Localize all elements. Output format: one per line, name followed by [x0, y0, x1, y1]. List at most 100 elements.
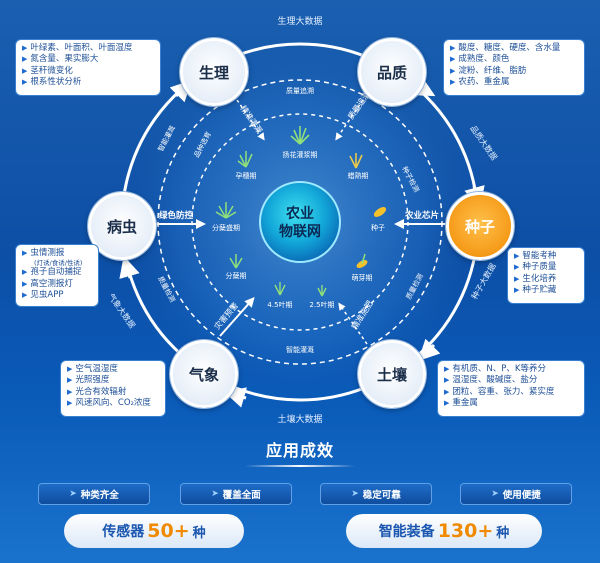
list-item: ▶酸度、糖度、硬度、含水量 — [450, 43, 561, 53]
list-item: ▶重金属 — [444, 398, 478, 409]
plant-icon-germination — [356, 253, 368, 268]
stat-value: 50+ — [147, 520, 190, 542]
triangle-bullet-icon: ▶ — [22, 55, 28, 64]
triangle-bullet-icon: ▶ — [67, 387, 73, 396]
benefit-badge: ➤覆盖全面 — [180, 483, 292, 505]
node-qixiang-label: 气象 — [188, 365, 219, 384]
triangle-bullet-icon: ▶ — [22, 249, 28, 257]
stage-germination: 萌芽期 — [352, 273, 373, 282]
infobox-turang: ▶有机质、N、P、K等养分 ▶温湿度、酸碱度、盐分 ▶团粒、容重、张力、紧实度 … — [437, 360, 585, 417]
cycle-diagram: 农业 物联网 生理大数据 土壤大数据 品质大数据 种子大数据 气象大数据 精准灌… — [106, 15, 499, 425]
label-right-upper: 品质大数据 — [468, 123, 499, 162]
node-shengli: 生理 — [180, 38, 248, 106]
list-item: ▶茎秆微变化 — [22, 65, 73, 76]
list-item: ▶生化培养 — [514, 273, 557, 284]
stat-value: 130+ — [437, 520, 494, 542]
triangle-bullet-icon: ▶ — [22, 66, 28, 75]
triangle-bullet-icon: ▶ — [22, 291, 28, 300]
stat-label: 传感器 — [102, 524, 145, 540]
list-item: ▶叶绿素、叶面积、叶面湿度 — [22, 43, 133, 53]
seed-icon — [373, 207, 387, 217]
label-top: 生理大数据 — [277, 15, 322, 27]
list-item-note: (灯诱/食诱/性诱) — [34, 259, 83, 268]
list-item: ▶种子贮藏 — [514, 285, 557, 296]
list-item: ▶光合有效辐射 — [67, 386, 127, 397]
node-bingchong: 病虫 — [88, 192, 156, 260]
infobox-pinzhi: ▶酸度、糖度、硬度、含水量 ▶成熟度、颜色 ▶淀粉、纤维、脂肪 ▶农药、重金属 — [443, 39, 585, 96]
stage-booting: 孕穗期 — [236, 171, 257, 180]
stat-unit: 种 — [496, 525, 510, 541]
node-turang: 土壤 — [358, 340, 426, 408]
stage-tillering-peak: 分蘖盛期 — [212, 223, 240, 232]
chevron-right-icon: ➤ — [69, 489, 77, 499]
list-item: ▶温湿度、酸碱度、盐分 — [444, 375, 538, 386]
node-qixiang: 气象 — [170, 340, 238, 408]
plant-icon-4-5-leaf — [274, 282, 286, 296]
triangle-bullet-icon: ▶ — [67, 376, 73, 385]
triangle-bullet-icon: ▶ — [450, 66, 456, 75]
stage-flowering: 扬花灌浆期 — [283, 150, 318, 159]
triangle-bullet-icon: ▶ — [514, 274, 520, 283]
triangle-bullet-icon: ▶ — [444, 399, 450, 408]
node-zhongzi: 种子 — [446, 192, 514, 260]
node-turang-label: 土壤 — [376, 365, 407, 384]
list-item: ▶有机质、N、P、K等养分 — [444, 364, 546, 374]
list-item: ▶智能考种 — [514, 251, 557, 261]
dashed-ring-outer — [157, 79, 443, 365]
list-item: ▶风速风向、CO₂浓度 — [67, 398, 151, 409]
triangle-bullet-icon: ▶ — [67, 399, 73, 408]
triangle-bullet-icon: ▶ — [444, 387, 450, 396]
spoke-pinzhi — [335, 99, 364, 141]
outer-arrow-4 — [223, 387, 247, 408]
list-item: ▶虫情测报 — [22, 248, 65, 258]
node-shengli-label: 生理 — [198, 63, 229, 82]
plant-icon-tillering — [229, 254, 243, 269]
stage-tillering: 分蘖期 — [226, 271, 247, 280]
node-pinzhi-label: 品质 — [376, 63, 407, 82]
plant-icon-2-5-leaf — [317, 285, 327, 297]
triangle-bullet-icon: ▶ — [22, 279, 28, 288]
list-item: ▶团粒、容重、张力、紧实度 — [444, 386, 555, 397]
triangle-bullet-icon: ▶ — [514, 252, 520, 260]
list-item: ▶高空测报灯 — [22, 278, 73, 289]
list-item: ▶成熟度、颜色 — [450, 54, 510, 65]
stat-equipment: 智能装备 130+ 种 — [346, 514, 542, 548]
triangle-bullet-icon: ▶ — [450, 44, 456, 52]
spoke-shengli — [236, 99, 265, 141]
node-bingchong-label: 病虫 — [106, 217, 137, 236]
triangle-bullet-icon: ▶ — [514, 286, 520, 295]
dashed-ring-inner — [191, 113, 409, 331]
node-pinzhi: 品质 — [358, 38, 426, 106]
triangle-bullet-icon: ▶ — [514, 263, 520, 272]
chevron-right-icon: ➤ — [351, 489, 359, 499]
node-zhongzi-label: 种子 — [464, 217, 495, 236]
triangle-bullet-icon: ▶ — [67, 365, 73, 373]
infobox-shengli: ▶叶绿素、叶面积、叶面湿度 ▶氮含量、果实膨大 ▶茎秆微变化 ▶根系性状分析 — [15, 39, 161, 96]
outer-arrow-5 — [119, 255, 140, 279]
benefit-badge: ➤使用便捷 — [460, 483, 572, 505]
list-item: ▶空气温湿度 — [67, 364, 118, 374]
triangle-bullet-icon: ▶ — [444, 376, 450, 385]
infobox-zhongzi: ▶智能考种 ▶种子质量 ▶生化培养 ▶种子贮藏 — [507, 247, 585, 304]
label-left-lower: 气象大数据 — [106, 291, 137, 330]
chevron-right-icon: ➤ — [491, 489, 499, 499]
benefit-badge: ➤种类齐全 — [38, 483, 150, 505]
list-item: ▶氮含量、果实膨大 — [22, 54, 99, 65]
plant-icon-booting — [237, 151, 253, 168]
infobox-bingchong: ▶虫情测报 (灯诱/食诱/性诱) ▶孢子自动捕捉 ▶高空测报灯 ▶见虫APP — [15, 244, 99, 307]
stage-4-5-leaf: 4.5叶期 — [267, 300, 292, 309]
chevron-right-icon: ➤ — [211, 489, 219, 499]
list-item: ▶淀粉、纤维、脂肪 — [450, 65, 527, 76]
outer-arrow-3 — [418, 338, 441, 361]
center-label-1: 农业 — [285, 205, 314, 222]
arc-bottom: 智能灌溉 — [286, 345, 314, 354]
arc-top: 质量追溯 — [286, 86, 314, 95]
triangle-bullet-icon: ▶ — [22, 44, 28, 52]
triangle-bullet-icon: ▶ — [444, 365, 450, 373]
triangle-bullet-icon: ▶ — [22, 268, 28, 277]
center-node — [259, 181, 341, 263]
link-bingchong: 绿色防控 — [159, 210, 194, 221]
triangle-bullet-icon: ▶ — [22, 78, 28, 87]
list-item: ▶根系性状分析 — [22, 77, 82, 88]
link-zhongzi: 农业芯片 — [404, 210, 439, 221]
